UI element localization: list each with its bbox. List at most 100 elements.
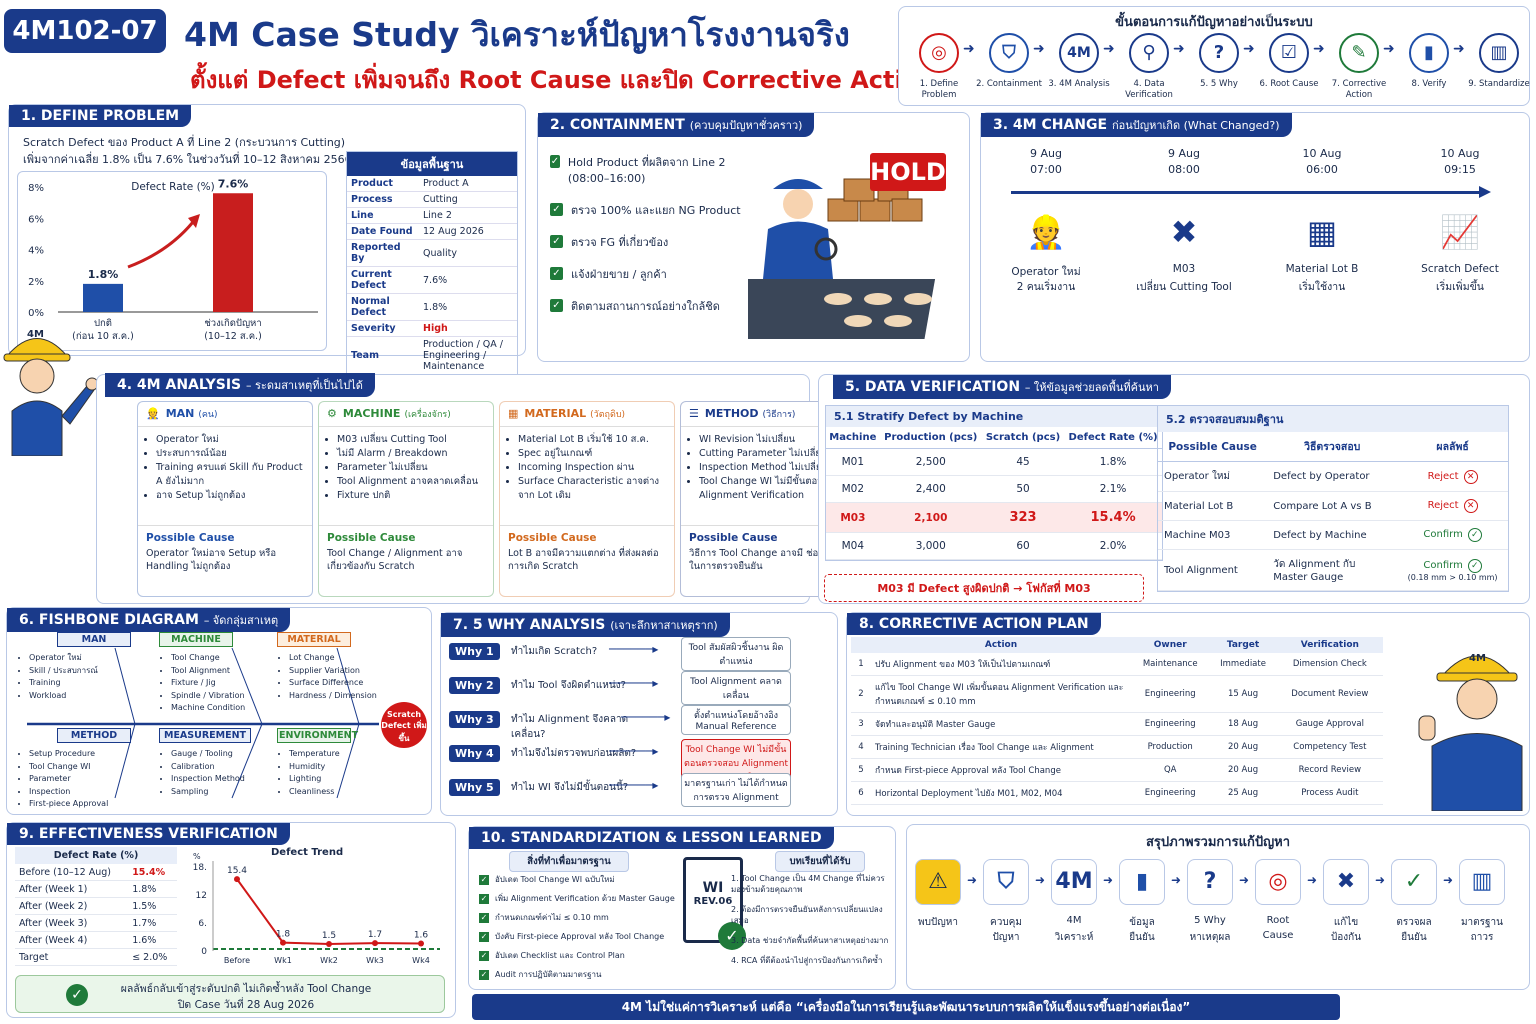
trend-point bbox=[280, 939, 286, 946]
fishbone-cause: Spindle / Vibration bbox=[171, 690, 245, 703]
action-cell: 4 bbox=[851, 735, 871, 759]
step-arrow-icon: ➜ bbox=[963, 41, 975, 57]
bar-value-label: 1.8% bbox=[88, 268, 119, 281]
action-cell: 3 bbox=[851, 712, 871, 736]
code-badge: 4M102-07 bbox=[4, 9, 166, 53]
summary-label2: วิเคราะห์ bbox=[1054, 932, 1094, 943]
trend-x-tick: Wk3 bbox=[366, 956, 384, 965]
cause-item: Tool Change WI ไม่มีขั้นตอน Alignment Ve… bbox=[699, 475, 847, 503]
info-key: Date Found bbox=[347, 223, 419, 240]
analysis-card-man: 👷MAN(คน)Operator ใหม่ประสบการณ์น้อยTrain… bbox=[137, 401, 313, 597]
cause-item: Training ครบแต่ Skill กับ Product A ยังไ… bbox=[156, 461, 304, 489]
why-question: ทำไม WI จึงไม่มีขั้นตอนนี้? bbox=[511, 782, 629, 793]
info-value: Product A bbox=[419, 176, 517, 192]
effect-row: After (Week 2)1.5% bbox=[15, 897, 177, 915]
summary-arrow-icon: ➜ bbox=[1307, 873, 1318, 887]
standard-right-title: บทเรียนที่ได้รับ bbox=[775, 851, 865, 872]
info-title: ข้อมูลพื้นฐาน bbox=[347, 152, 517, 176]
step-label: 6. Root Cause bbox=[1259, 79, 1319, 89]
step-label: 5. 5 Why bbox=[1200, 79, 1238, 89]
timeline-line bbox=[1011, 191, 1481, 194]
event-date: 9 Aug bbox=[1030, 147, 1062, 160]
trend-point bbox=[234, 876, 240, 883]
hypothesis-cause: Machine M03 bbox=[1158, 520, 1268, 550]
bar-chart-svg: Defect Rate (%)8%6%4%2%0%1.8%ปกติ(ก่อน 1… bbox=[28, 177, 318, 342]
why-label: Why 5 bbox=[449, 779, 500, 796]
standard-item: ✓อัปเดต Tool Change WI ฉบับใหม่ bbox=[479, 873, 679, 886]
stratify-note: M03 มี Defect สูงผิดปกติ → โฟกัสที่ M03 bbox=[824, 574, 1144, 602]
action-cell: Gauge Approval bbox=[1276, 712, 1383, 736]
define-title: 1. DEFINE PROBLEM bbox=[9, 105, 192, 127]
step-arrow-icon: ➜ bbox=[1313, 41, 1325, 57]
step-icon-9: ▥ bbox=[1479, 33, 1519, 73]
hardhat-badge-right: 4M bbox=[1469, 653, 1486, 664]
hypothesis-method: Compare Lot A vs B bbox=[1267, 491, 1398, 521]
trend-point bbox=[372, 940, 378, 947]
containment-item: ✓ติดตามสถานการณ์อย่างใกล้ชิด bbox=[550, 299, 750, 315]
action-cell: 15 Aug bbox=[1209, 675, 1277, 713]
step-label: 1. Define Problem bbox=[919, 79, 959, 100]
category-thai: (วิธีการ) bbox=[762, 410, 796, 420]
fishbone-cause: Humidity bbox=[289, 761, 340, 774]
fishbone-category: MACHINE bbox=[159, 632, 233, 647]
fishbone-cause-list: Setup ProcedureTool Change WIParameterIn… bbox=[17, 748, 108, 811]
event-date: 10 Aug bbox=[1440, 147, 1480, 160]
info-value: High bbox=[419, 320, 517, 337]
summary-label1: ข้อมูล bbox=[1129, 917, 1155, 928]
action-cell: Document Review bbox=[1276, 675, 1383, 713]
step-icon-7: ✎ bbox=[1339, 33, 1379, 73]
standard-item: ✓Audit การปฏิบัติตามมาตรฐาน bbox=[479, 968, 679, 981]
containment-item: ✓ตรวจ FG ที่เกี่ยวข้อง bbox=[550, 235, 750, 251]
action-cell: Maintenance bbox=[1131, 653, 1210, 676]
hypothesis-method: Defect by Machine bbox=[1267, 520, 1398, 550]
why-label: Why 4 bbox=[449, 745, 500, 762]
cause-item: M03 เปลี่ยน Cutting Tool bbox=[337, 433, 485, 447]
machine-cell: 45 bbox=[981, 448, 1065, 476]
info-key: Current Defect bbox=[347, 266, 419, 294]
cause-item: Spec อยู่ในเกณฑ์ bbox=[518, 447, 666, 461]
trend-value-label: 1.5 bbox=[322, 931, 336, 941]
summary-label1: พบปัญหา bbox=[917, 917, 958, 928]
result-text: Confirm bbox=[1423, 529, 1463, 540]
action-cell: QA bbox=[1131, 758, 1210, 782]
event-date: 9 Aug bbox=[1168, 147, 1200, 160]
reject-x-icon: ✕ bbox=[1463, 499, 1478, 513]
possible-cause-text: Operator ใหม่อาจ Setup หรือ Handling ไม่… bbox=[146, 548, 277, 572]
action-title: 8. CORRECTIVE ACTION PLAN bbox=[847, 613, 1101, 635]
event-line2: เริ่มใช้งาน bbox=[1298, 281, 1346, 293]
fishbone-cause: Fixture / Jig bbox=[171, 677, 245, 690]
fishbone-cause-list: Gauge / ToolingCalibrationInspection Met… bbox=[159, 748, 245, 798]
cause-item: Tool Alignment อาจคลาดเคลื่อน bbox=[337, 475, 485, 489]
info-key: Normal Defect bbox=[347, 293, 419, 321]
warning-icon: ⚠ bbox=[915, 859, 961, 905]
tools-icon: ✖ bbox=[1323, 859, 1369, 905]
category-thai: (วัตถุดิบ) bbox=[590, 410, 626, 420]
action-header-cell bbox=[851, 637, 871, 653]
bar-value-label: 7.6% bbox=[218, 177, 249, 190]
defect-rate-chart: Defect Rate (%)8%6%4%2%0%1.8%ปกติ(ก่อน 1… bbox=[17, 171, 327, 351]
wi-label: WI bbox=[702, 880, 724, 896]
category-thai: (เครื่องจักร) bbox=[404, 410, 451, 420]
fishbone-category: MATERIAL bbox=[277, 632, 351, 647]
define-panel: 1. DEFINE PROBLEM Scratch Defect ของ Pro… bbox=[8, 104, 526, 376]
check-circle-icon: ✓ bbox=[1391, 859, 1437, 905]
cause-item: WI Revision ไม่เปลี่ยน bbox=[699, 433, 847, 447]
fishbone-cause: Cleanliness bbox=[289, 786, 340, 799]
machine-cell: 2,500 bbox=[879, 448, 982, 476]
standard-text: กำหนดเกณฑ์ค่าไม่ ≤ 0.10 mm bbox=[495, 913, 609, 922]
action-cell: Record Review bbox=[1276, 758, 1383, 782]
trend-x-tick: Wk1 bbox=[274, 956, 292, 965]
trend-y-tick: 18. bbox=[193, 863, 207, 873]
hypothesis-method: Defect by Operator bbox=[1267, 461, 1398, 492]
fishbone-cause: Inspection Method bbox=[171, 773, 245, 786]
action-cell: จัดทำและอนุมัติ Master Gauge bbox=[871, 712, 1131, 736]
check-icon: ✓ bbox=[550, 155, 560, 168]
